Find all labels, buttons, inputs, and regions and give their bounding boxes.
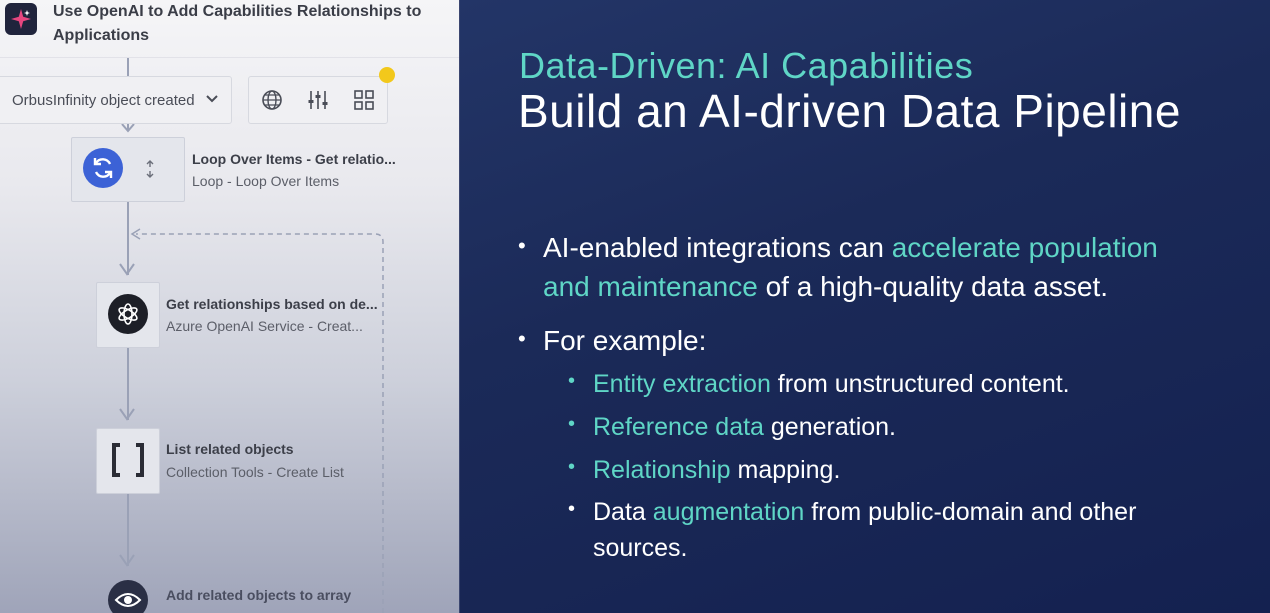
chevron-down-icon [205, 93, 219, 107]
slide-kicker: Data-Driven: AI Capabilities [519, 45, 974, 86]
sub-bullet-4: Data augmentation from public-domain and… [593, 494, 1253, 566]
sub-bullet-4-highlight: augmentation [652, 498, 805, 526]
sub-bullet-3-text: mapping. [730, 456, 841, 484]
connector-line [127, 346, 129, 420]
header-divider [0, 57, 459, 58]
app-sparkle-icon[interactable] [5, 3, 37, 35]
sub-bullet-4-text-2: from public-domain and other [804, 498, 1137, 526]
sub-bullet-icon: • [568, 498, 576, 520]
sub-bullet-icon: • [568, 413, 576, 435]
list-node[interactable] [96, 428, 160, 494]
loop-node[interactable] [71, 137, 185, 202]
bullet-icon: • [518, 233, 526, 258]
loop-node-title[interactable]: Loop Over Items - Get relatio... [192, 151, 396, 167]
bullet-1-text: AI-enabled integrations can [543, 232, 892, 263]
sub-bullet-2-highlight: Reference data [593, 413, 764, 441]
list-node-subtitle: Collection Tools - Create List [166, 464, 344, 480]
brackets-icon [110, 442, 146, 483]
loop-back-connector [130, 228, 384, 613]
bullet-2: For example: [543, 325, 707, 356]
eye-icon [108, 580, 148, 613]
sub-bullet-2: Reference data generation. [593, 409, 1253, 445]
sub-bullet-3: Relationship mapping. [593, 452, 1253, 488]
connector-arrow-icon [119, 263, 135, 276]
sub-bullet-1-text: from unstructured content. [770, 370, 1070, 398]
connector-line [127, 492, 129, 566]
trigger-toolbar [248, 76, 388, 124]
grid-icon[interactable] [352, 88, 376, 112]
sub-bullet-4-text-3: sources. [593, 534, 688, 562]
sliders-icon[interactable] [306, 88, 330, 112]
slide-panel: Data-Driven: AI Capabilities Build an AI… [460, 0, 1270, 613]
sub-bullet-4-text: Data [593, 498, 653, 526]
panel-divider [459, 0, 460, 613]
collapse-toggle-icon[interactable] [145, 159, 155, 184]
bullet-1: AI-enabled integrations can accelerate p… [543, 228, 1253, 306]
trigger-label: OrbusInfinity object created [12, 91, 195, 109]
connector-arrow-icon [119, 554, 135, 567]
sub-bullet-icon: • [568, 456, 576, 478]
bullet-1-text-2: of a high-quality data asset. [757, 271, 1109, 302]
connector-arrow-icon [119, 408, 135, 421]
openai-icon [108, 294, 148, 334]
connector-line [127, 201, 129, 275]
sub-bullet-1: Entity extraction from unstructured cont… [593, 366, 1253, 402]
loop-icon [83, 148, 123, 188]
bullet-1-highlight: accelerate population [891, 232, 1158, 263]
array-node-title[interactable]: Add related objects to array [166, 587, 352, 603]
workflow-title: Use OpenAI to Add Capabilities Relations… [53, 3, 422, 44]
workflow-panel: Use OpenAI to Add Capabilities Relations… [0, 0, 459, 613]
slide-title: Build an AI-driven Data Pipeline [518, 85, 1181, 137]
bullet-icon: • [518, 326, 526, 351]
status-indicator-dot [379, 67, 395, 83]
connector-line [127, 58, 129, 76]
sub-bullet-icon: • [568, 370, 576, 392]
bullet-1-highlight-2: and maintenance [543, 271, 758, 302]
globe-icon[interactable] [260, 88, 284, 112]
sub-bullet-2-text: generation. [763, 413, 896, 441]
sub-bullet-3-highlight: Relationship [593, 456, 731, 484]
openai-node-subtitle: Azure OpenAI Service - Creat... [166, 318, 363, 334]
trigger-dropdown[interactable]: OrbusInfinity object created [0, 76, 232, 124]
openai-node[interactable] [96, 282, 160, 348]
sub-bullet-1-highlight: Entity extraction [593, 370, 771, 398]
openai-node-title[interactable]: Get relationships based on de... [166, 296, 378, 312]
loop-node-subtitle: Loop - Loop Over Items [192, 173, 340, 189]
list-node-title[interactable]: List related objects [166, 441, 294, 457]
connector-line [127, 122, 129, 130]
connector-arrow-icon [121, 123, 135, 133]
